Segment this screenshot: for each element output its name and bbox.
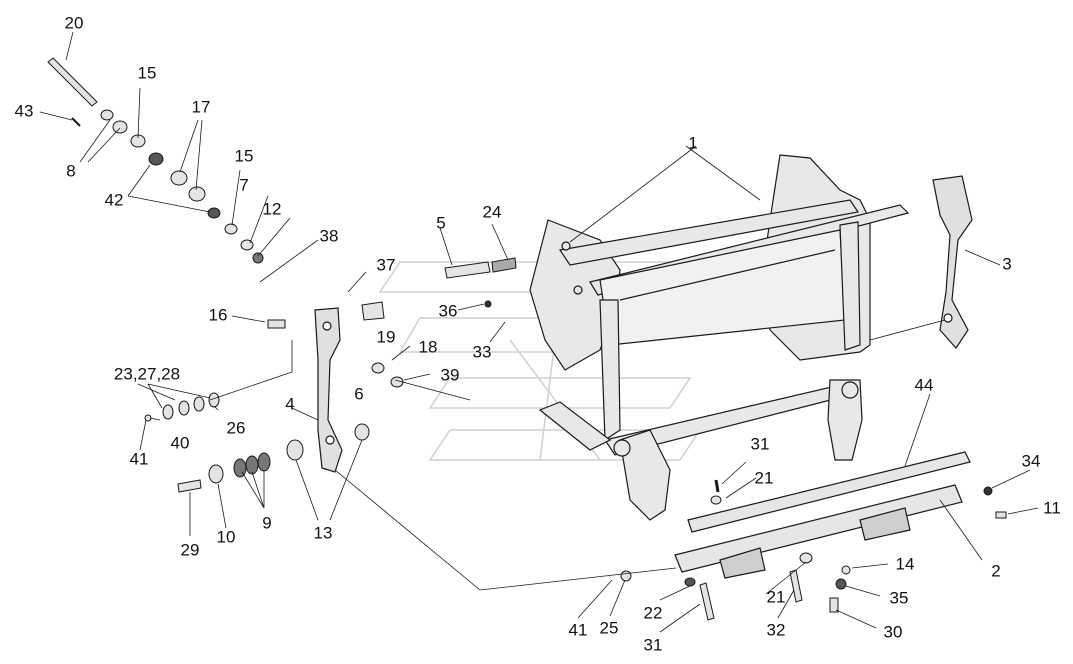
- callout-label-18: 18: [418, 337, 438, 357]
- callout-label-26: 26: [226, 418, 246, 438]
- callout-label-22: 22: [643, 603, 663, 623]
- callout-label-38: 38: [319, 226, 339, 246]
- callout-label-8: 8: [66, 161, 76, 181]
- callout-label-33: 33: [472, 342, 492, 362]
- callout-label-43: 43: [14, 101, 34, 121]
- callout-label-1: 1: [688, 133, 698, 153]
- callout-label-41b: 41: [568, 620, 588, 640]
- callout-label-16: 16: [208, 305, 228, 325]
- callout-label-39: 39: [440, 365, 460, 385]
- leader-lines: [39, 31, 1039, 633]
- callout-label-20: 20: [64, 13, 84, 33]
- callout-label-21a: 21: [754, 468, 774, 488]
- callout-label-24: 24: [482, 202, 502, 222]
- callout-label-32: 32: [766, 620, 786, 640]
- callout-label-11: 11: [1043, 498, 1061, 518]
- callout-label-35: 35: [889, 588, 909, 608]
- callout-label-12: 12: [262, 199, 282, 219]
- main-frame-part-1: [529, 154, 910, 521]
- callout-label-4: 4: [285, 394, 295, 414]
- callout-label-42: 42: [104, 190, 124, 210]
- callout-label-15b: 15: [234, 146, 254, 166]
- callout-label-2: 2: [991, 561, 1001, 581]
- callout-label-10: 10: [216, 527, 236, 547]
- callout-label-41a: 41: [129, 449, 149, 469]
- callout-label-31a: 31: [750, 434, 770, 454]
- callout-label-9: 9: [262, 513, 272, 533]
- callout-label-3: 3: [1002, 254, 1012, 274]
- callout-label-5: 5: [436, 213, 446, 233]
- arm-part-4: [314, 307, 343, 473]
- callout-label-37: 37: [376, 255, 396, 275]
- callout-label-17: 17: [191, 97, 211, 117]
- callout-label-31b: 31: [643, 635, 663, 655]
- callout-label-19: 19: [376, 327, 396, 347]
- arm-part-3: [932, 175, 973, 349]
- callout-label-40: 40: [170, 433, 190, 453]
- callout-label-14: 14: [895, 554, 915, 574]
- callout-label-15a: 15: [137, 63, 157, 83]
- callout-label-34: 34: [1021, 451, 1041, 471]
- callout-label-23: 23,27,28: [113, 364, 181, 384]
- callout-label-30: 30: [883, 622, 903, 642]
- callout-label-25: 25: [599, 618, 619, 638]
- rails-part-2-44: [674, 451, 971, 579]
- callout-label-36: 36: [438, 301, 458, 321]
- callout-label-6: 6: [354, 384, 364, 404]
- callout-label-7: 7: [239, 175, 249, 195]
- small-parts: [47, 57, 1007, 621]
- callout-label-44: 44: [914, 375, 934, 395]
- callout-label-29: 29: [180, 540, 200, 560]
- callout-label-21b: 21: [766, 587, 786, 607]
- callout-label-13: 13: [313, 523, 333, 543]
